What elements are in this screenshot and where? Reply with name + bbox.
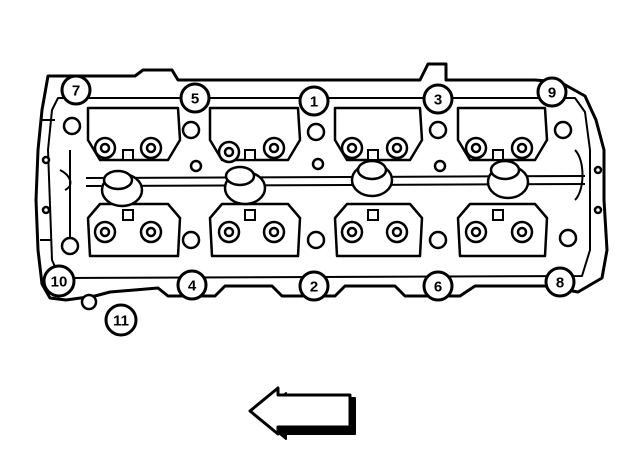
svg-text:8: 8 [556, 275, 564, 292]
upper-valve-ports [86, 106, 549, 162]
svg-text:1: 1 [310, 94, 318, 111]
svg-text:11: 11 [113, 313, 129, 330]
svg-text:4: 4 [188, 278, 197, 295]
callout-11: 11 [104, 303, 138, 337]
svg-text:2: 2 [310, 279, 318, 296]
svg-text:9: 9 [548, 85, 556, 102]
svg-text:3: 3 [434, 92, 442, 109]
callout-6: 6 [422, 270, 454, 302]
callout-1: 1 [298, 85, 330, 117]
spark-plug-towers [100, 159, 530, 208]
valve-seats [93, 136, 534, 244]
cylinder-head-outline [34, 62, 609, 302]
lower-valve-ports [86, 202, 549, 258]
bolt-holes [41, 116, 603, 311]
svg-text:10: 10 [51, 274, 68, 291]
left-arrow-icon [248, 386, 356, 440]
svg-text:6: 6 [434, 279, 442, 296]
callout-3: 3 [422, 83, 454, 115]
callout-8: 8 [544, 266, 576, 298]
callout-10: 10 [42, 264, 76, 298]
svg-text:5: 5 [191, 91, 199, 108]
callout-2: 2 [298, 270, 330, 302]
callout-9: 9 [536, 76, 568, 108]
svg-text:7: 7 [72, 83, 80, 100]
callout-7: 7 [60, 74, 92, 106]
callout-5: 5 [179, 82, 211, 114]
callout-4: 4 [176, 269, 208, 301]
small-studs [122, 149, 504, 221]
